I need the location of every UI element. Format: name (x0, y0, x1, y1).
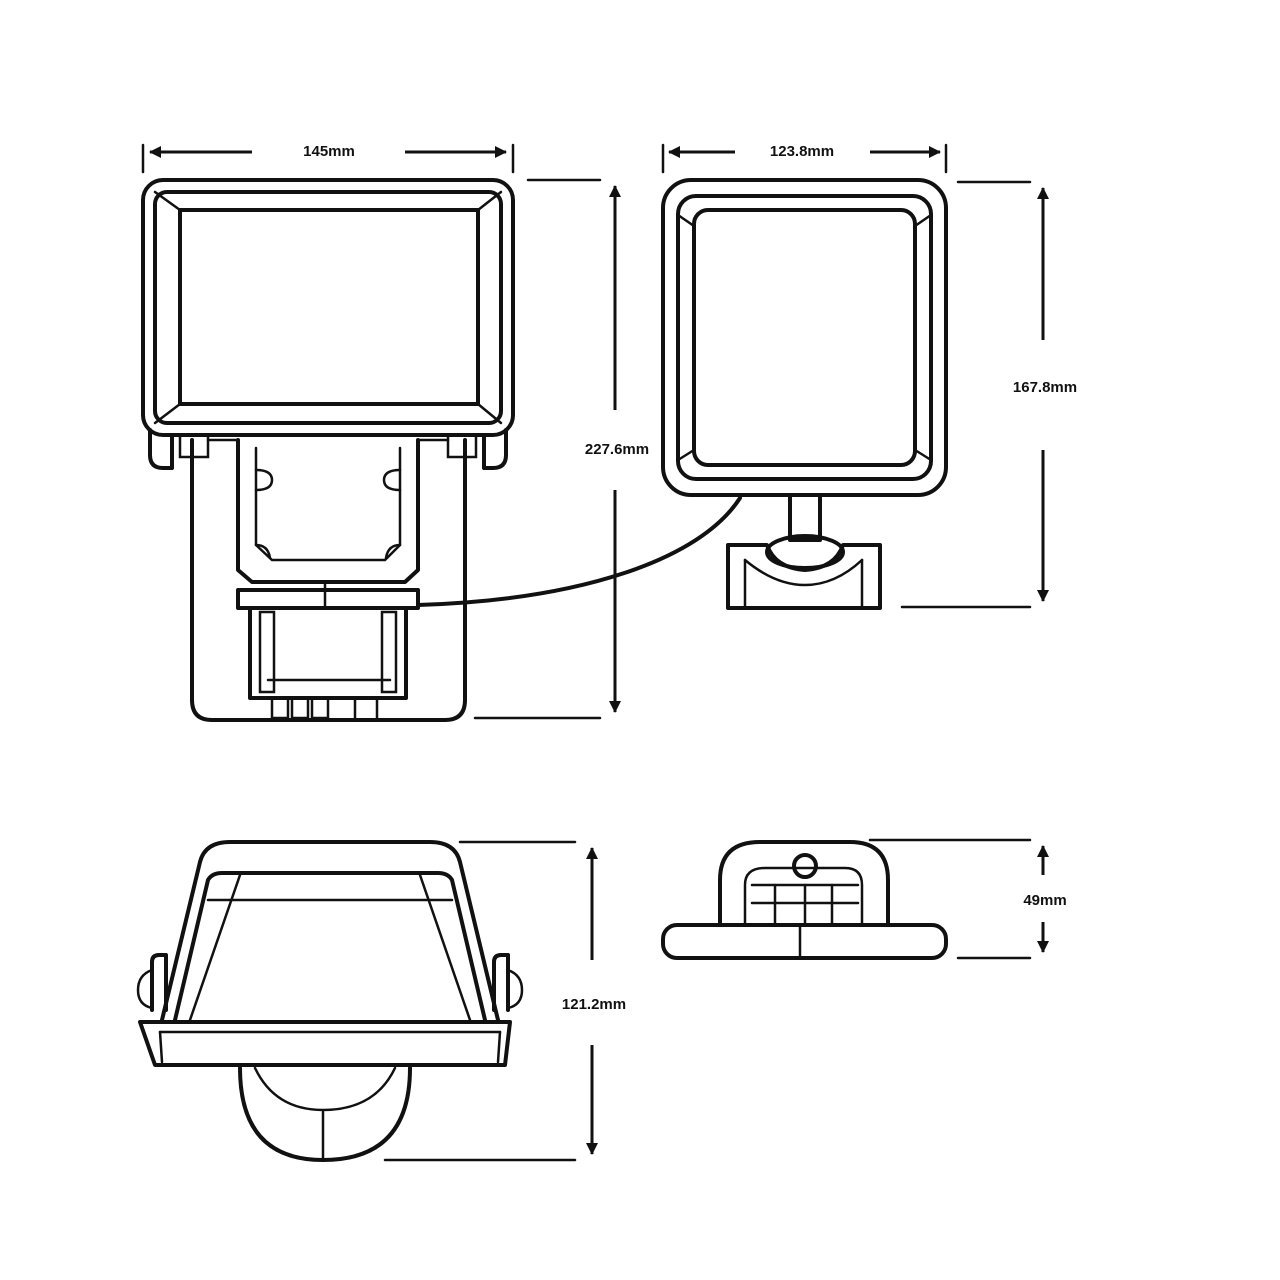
dimension-front-width: 145mm (141, 143, 515, 174)
sensor-side-view (661, 840, 948, 960)
dimension-side-depth: 121.2mm (383, 840, 626, 1162)
front-view-floodlight (141, 178, 742, 722)
sensor-width-label: 123.8mm (770, 143, 834, 160)
front-width-label: 145mm (303, 143, 355, 160)
dimension-sensor-height: 167.8mm (900, 180, 1077, 609)
dimension-sensor-depth: 49mm (868, 838, 1067, 960)
dimension-front-height: 227.6mm (473, 178, 649, 720)
sensor-front-view (661, 178, 948, 610)
sensor-height-label: 167.8mm (1013, 379, 1077, 396)
side-depth-label: 121.2mm (562, 996, 626, 1013)
sensor-depth-label: 49mm (1023, 892, 1066, 909)
side-view-floodlight (136, 840, 524, 1162)
dimension-sensor-width: 123.8mm (661, 143, 948, 174)
front-height-label: 227.6mm (585, 441, 649, 458)
